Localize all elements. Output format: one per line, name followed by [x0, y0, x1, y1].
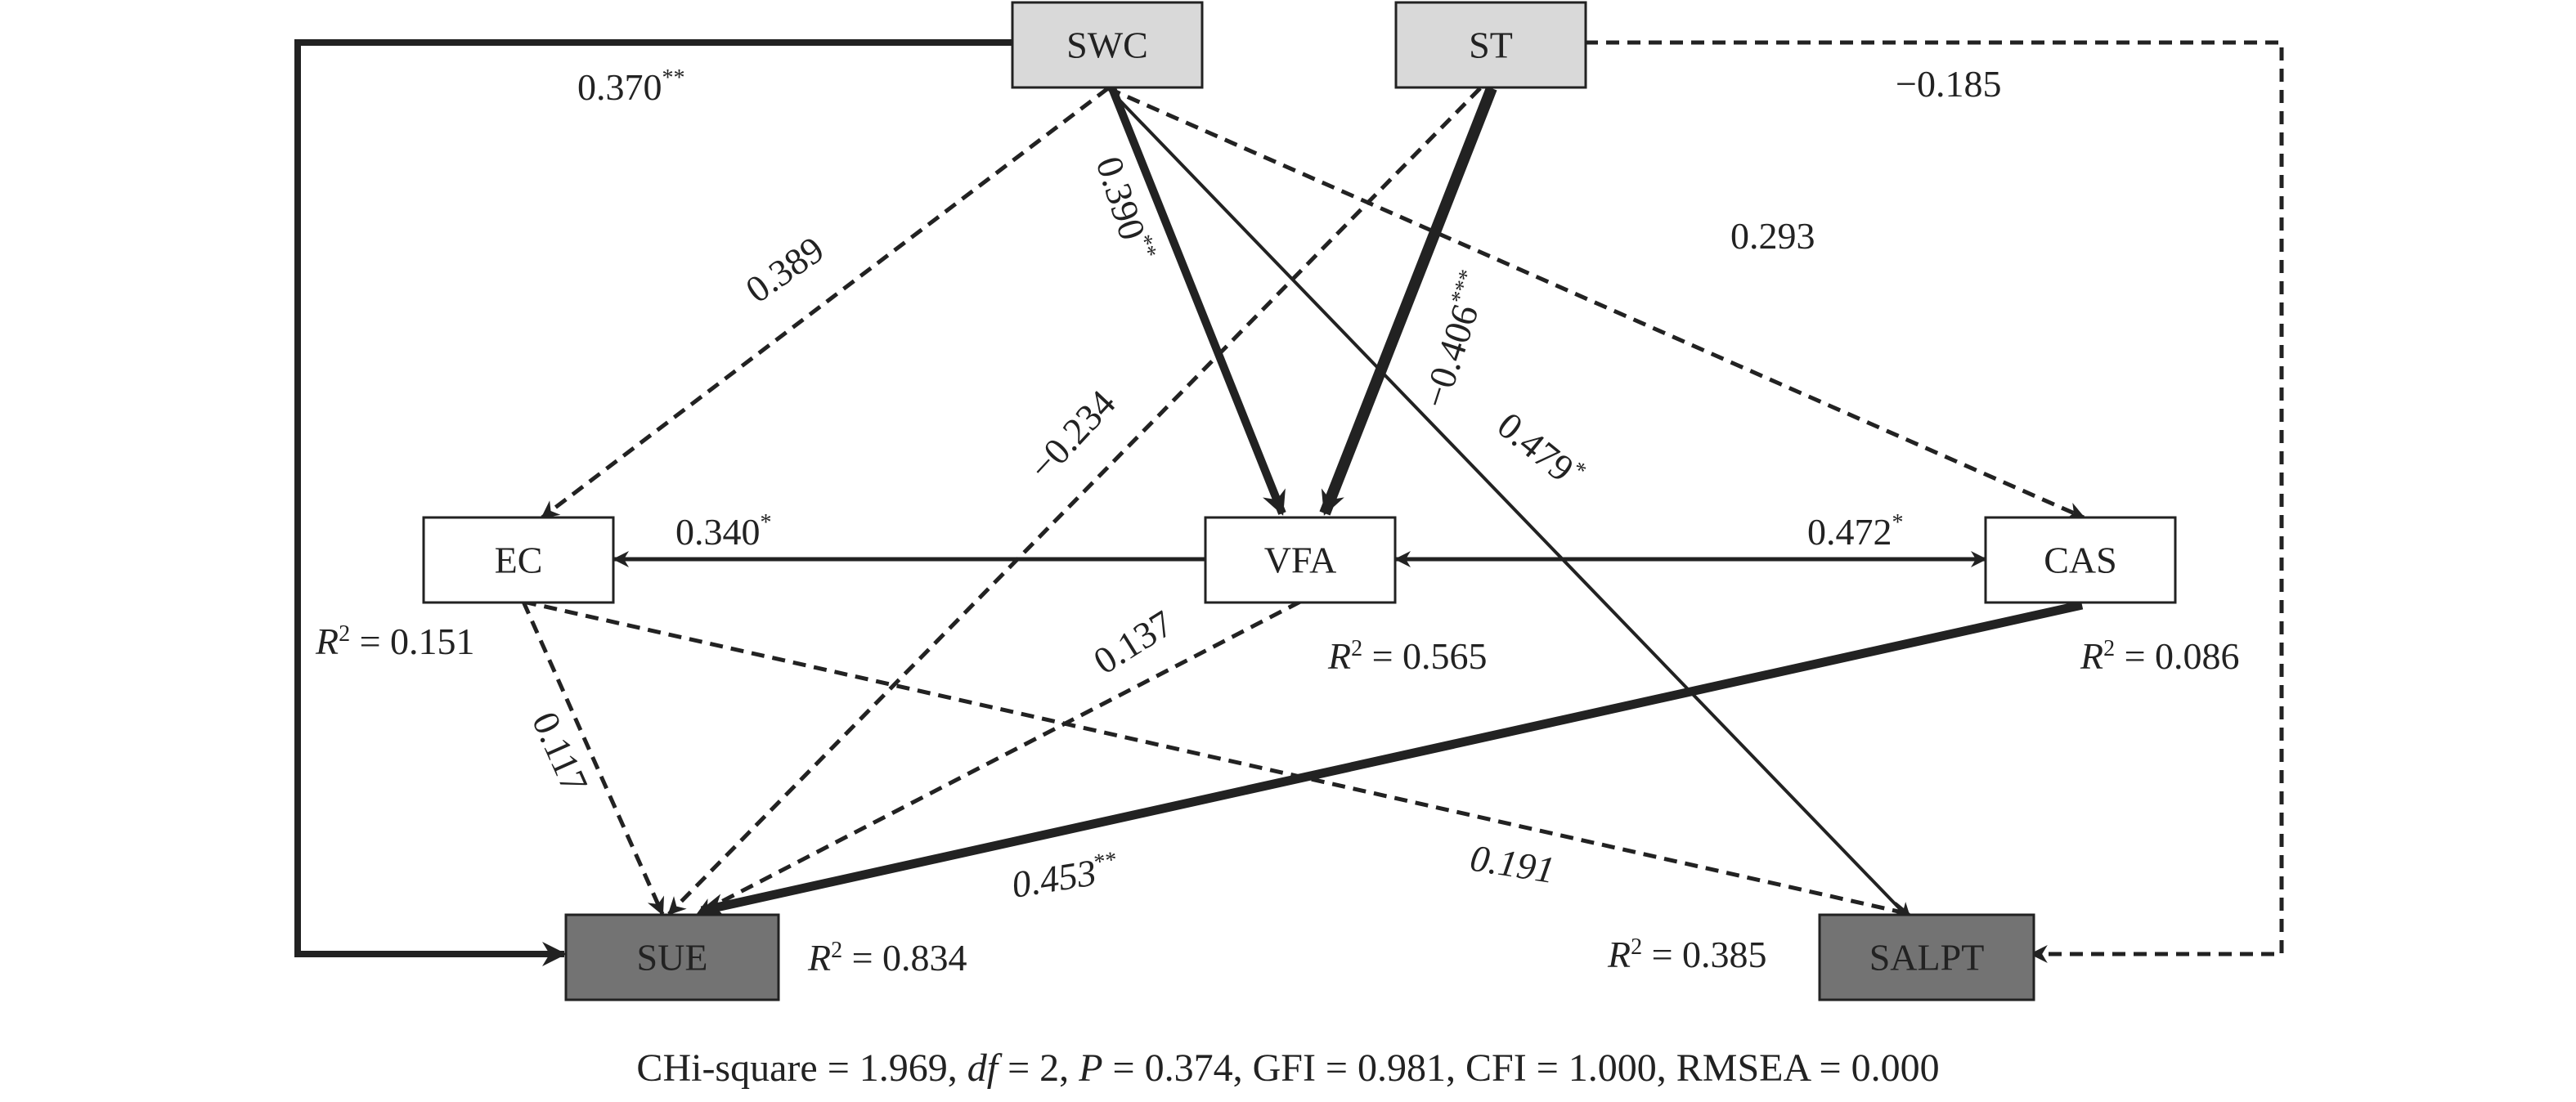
coef-ec-sue: 0.117: [524, 706, 596, 799]
node-vfa-box: [1204, 516, 1397, 604]
path-swc-ec: [541, 87, 1110, 519]
coef-swc-sue: 0.370**: [577, 65, 685, 108]
path-ec-salpt: [523, 599, 1912, 920]
node-vfa-label: VFA: [1264, 540, 1337, 581]
coef-ec-salpt: 0.191: [1467, 837, 1557, 892]
r2-salpt: R2 = 0.385: [1607, 934, 1767, 975]
node-sue-box: [564, 913, 780, 1001]
r2-sue: R2 = 0.834: [807, 937, 967, 979]
coef-swc-cas: 0.293: [1730, 215, 1815, 257]
r2-vfa: R2 = 0.565: [1327, 635, 1488, 677]
node-swc-box: [1011, 1, 1204, 89]
path-swc-cas: [1106, 86, 2086, 520]
path-swc-sue: [294, 39, 1012, 966]
node-cas-label: CAS: [2044, 540, 2116, 581]
coef-swc-vfa: 0.390**: [1088, 151, 1161, 267]
node-ec-box: [422, 516, 615, 604]
path-st-salpt: [1585, 40, 2284, 963]
node-salpt-label: SALPT: [1869, 937, 1985, 979]
node-sue-label: SUE: [637, 937, 708, 979]
r2-cas: R2 = 0.086: [2080, 635, 2240, 677]
path-st-vfa: [1319, 86, 1497, 516]
path-ec-sue: [521, 600, 665, 916]
coef-swc-salpt: 0.479*: [1490, 403, 1591, 496]
path-st-sue: [667, 87, 1482, 916]
path-swc-vfa: [1108, 87, 1286, 516]
coef-vfa-ec: 0.340*: [675, 510, 772, 553]
r2-ec: R2 = 0.151: [315, 620, 475, 662]
coef-cas-sue: 0.453**: [1008, 847, 1121, 906]
model-fit-caption: CHi-square = 1.969, df = 2, P = 0.374, G…: [636, 1046, 1939, 1090]
path-cas-sue: [699, 600, 2084, 918]
node-salpt-box: [1818, 913, 2035, 1001]
node-swc-label: SWC: [1066, 25, 1148, 66]
path-swc-salpt: [1106, 87, 1912, 921]
node-st-box: [1394, 1, 1587, 89]
node-cas-box: [1984, 516, 2177, 604]
coef-st-salpt: −0.185: [1896, 63, 2001, 105]
coef-st-vfa: −0.406***: [1413, 267, 1497, 413]
coef-vfa-cas: 0.472*: [1807, 510, 1904, 553]
coef-st-sue: −0.234: [1021, 382, 1124, 487]
node-st-label: ST: [1469, 25, 1513, 66]
path-vfa-sue: [696, 599, 1302, 916]
coef-swc-ec: 0.389: [738, 228, 831, 311]
node-ec-label: EC: [495, 540, 543, 581]
